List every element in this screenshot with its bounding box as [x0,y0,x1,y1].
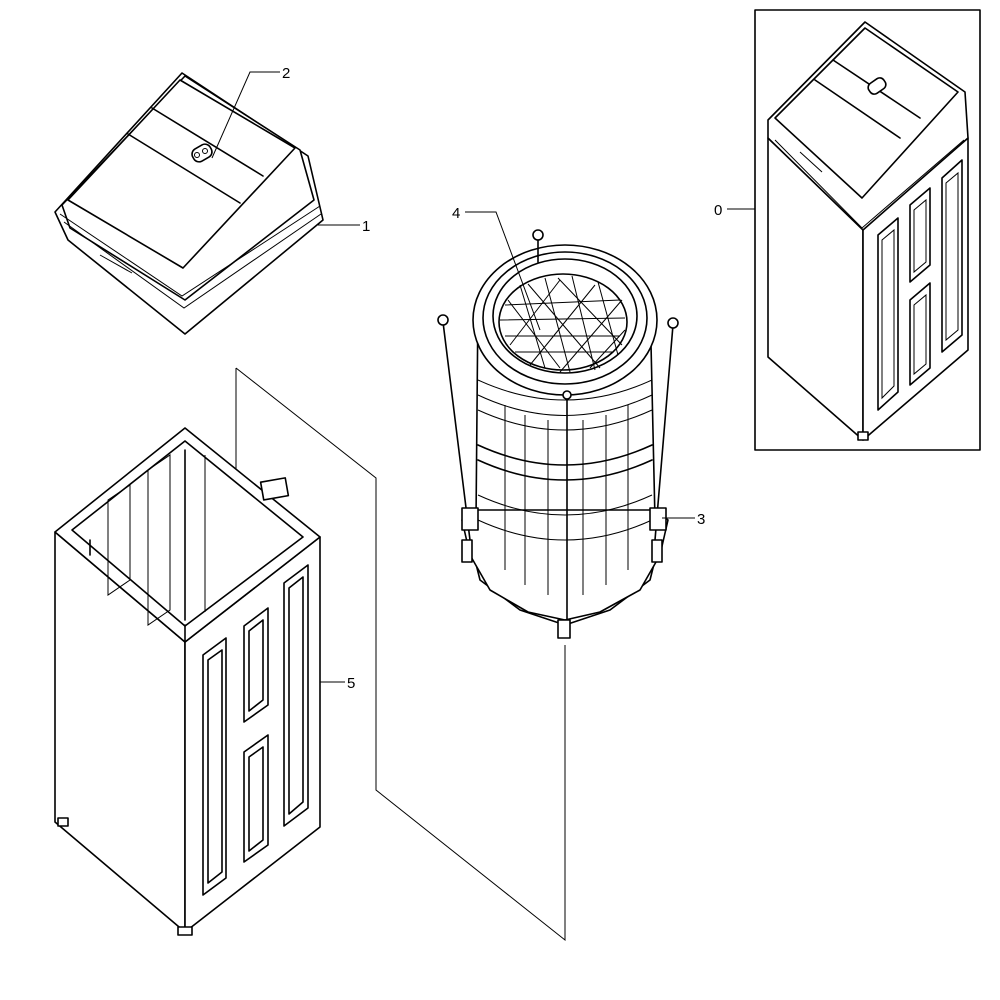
callout-5: 5 [347,675,355,692]
callout-3: 3 [697,511,705,528]
basket-perforation-pattern [499,275,626,373]
callout-1: 1 [362,218,370,235]
leader-lines [211,71,755,683]
tub-assembly [437,229,679,639]
cabinet-assembly [54,367,566,942]
callout-0: 0 [714,202,722,219]
callout-4: 4 [452,205,460,222]
assembled-washer-view [754,9,981,451]
callout-2: 2 [282,65,290,82]
lid-assembly [54,72,324,335]
